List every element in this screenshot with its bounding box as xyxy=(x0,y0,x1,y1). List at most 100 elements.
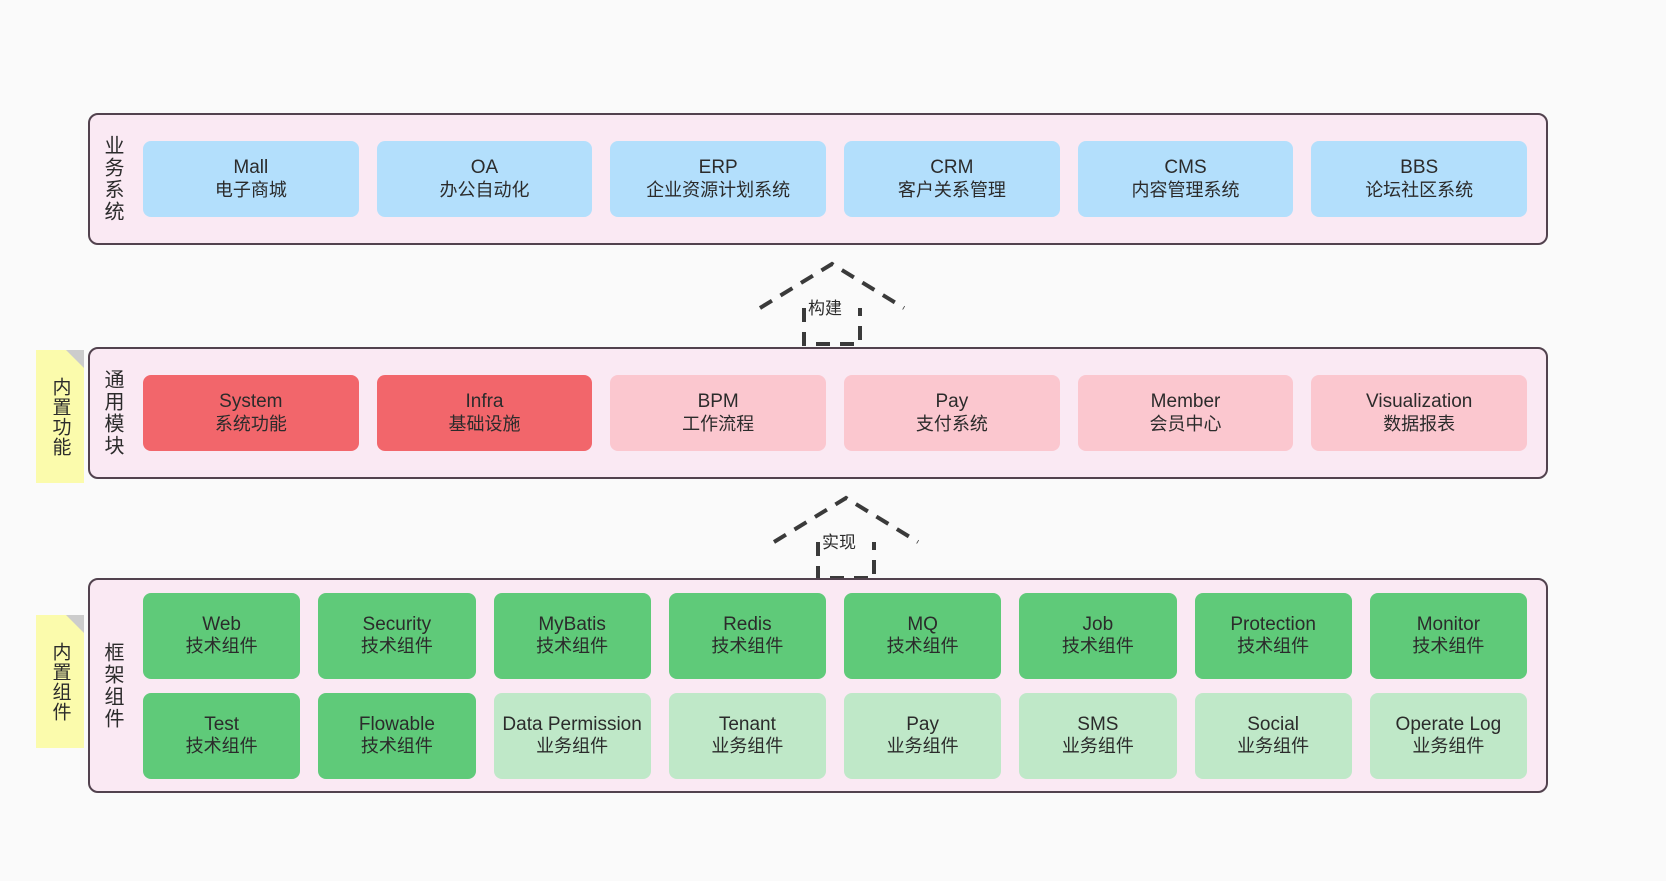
card-subtitle: 工作流程 xyxy=(682,413,755,434)
card-subtitle: 基础设施 xyxy=(448,413,521,434)
connector-build-label: 构建 xyxy=(808,299,842,318)
card-title: Operate Log xyxy=(1395,713,1502,735)
card-subtitle: 技术组件 xyxy=(1237,636,1310,657)
note-text: 内置组件 xyxy=(49,641,71,722)
connector-implement: 实现 xyxy=(766,492,926,582)
card-subtitle: 技术组件 xyxy=(711,636,784,657)
card-subtitle: 业务组件 xyxy=(1237,736,1310,757)
framework-component-grid: Web 技术组件 Security 技术组件 MyBatis 技术组件 Redi… xyxy=(134,580,1546,791)
card-subtitle: 系统功能 xyxy=(214,413,287,434)
card-title: Redis xyxy=(723,613,772,635)
card-subtitle: 技术组件 xyxy=(886,636,959,657)
card-title: CMS xyxy=(1164,157,1207,179)
card-subtitle: 电子商城 xyxy=(214,179,287,200)
layer-business-system-label: 业务系统 xyxy=(101,135,123,223)
card-protection[interactable]: Protection 技术组件 xyxy=(1194,592,1352,679)
card-subtitle: 业务组件 xyxy=(886,736,959,757)
card-flowable[interactable]: Flowable 技术组件 xyxy=(318,692,476,779)
card-title: Job xyxy=(1082,613,1114,635)
card-title: OA xyxy=(470,157,499,179)
card-subtitle: 技术组件 xyxy=(536,636,609,657)
card-title: MyBatis xyxy=(538,613,606,635)
card-monitor[interactable]: Monitor 技术组件 xyxy=(1369,592,1527,679)
card-subtitle: 技术组件 xyxy=(185,736,258,757)
layer-business-system: 业务系统 Mall 电子商城 OA 办公自动化 ERP 企业资源计划系统 CRM… xyxy=(88,113,1548,245)
card-data-permission[interactable]: Data Permission 业务组件 xyxy=(493,692,651,779)
layer-framework-component: 框架组件 Web 技术组件 Security 技术组件 MyBatis 技术组件… xyxy=(88,578,1548,793)
card-title: BBS xyxy=(1400,157,1439,179)
card-title: CRM xyxy=(930,157,974,179)
card-pay-component[interactable]: Pay 业务组件 xyxy=(844,692,1002,779)
card-title: Protection xyxy=(1230,613,1316,635)
business-system-card-row: Mall 电子商城 OA 办公自动化 ERP 企业资源计划系统 CRM 客户关系… xyxy=(134,115,1546,243)
card-web[interactable]: Web 技术组件 xyxy=(143,592,301,679)
card-title: Member xyxy=(1150,391,1221,413)
card-subtitle: 办公自动化 xyxy=(439,179,530,200)
card-mq[interactable]: MQ 技术组件 xyxy=(844,592,1002,679)
card-title: Data Permission xyxy=(502,713,642,735)
connector-build: 构建 xyxy=(752,258,912,348)
card-visualization[interactable]: Visualization 数据报表 xyxy=(1311,375,1528,451)
card-mall[interactable]: Mall 电子商城 xyxy=(143,141,359,217)
card-tenant[interactable]: Tenant 业务组件 xyxy=(668,692,826,779)
card-subtitle: 业务组件 xyxy=(1412,736,1485,757)
card-subtitle: 企业资源计划系统 xyxy=(646,179,791,200)
card-pay-module[interactable]: Pay 支付系统 xyxy=(844,375,1060,451)
card-title: ERP xyxy=(698,157,738,179)
note-builtin-feature: 内置功能 xyxy=(36,350,84,483)
card-title: BPM xyxy=(697,391,739,413)
card-bpm[interactable]: BPM 工作流程 xyxy=(610,375,827,451)
card-crm[interactable]: CRM 客户关系管理 xyxy=(844,141,1060,217)
card-operate-log[interactable]: Operate Log 业务组件 xyxy=(1369,692,1527,779)
card-subtitle: 业务组件 xyxy=(536,736,609,757)
card-title: Test xyxy=(204,713,240,735)
layer-common-module: 通用模块 System 系统功能 Infra 基础设施 BPM 工作流程 Pay… xyxy=(88,347,1548,479)
card-sms[interactable]: SMS 业务组件 xyxy=(1019,692,1177,779)
card-subtitle: 会员中心 xyxy=(1149,413,1222,434)
card-subtitle: 技术组件 xyxy=(360,736,433,757)
card-title: Visualization xyxy=(1366,391,1473,413)
card-subtitle: 技术组件 xyxy=(185,636,258,657)
card-cms[interactable]: CMS 内容管理系统 xyxy=(1077,141,1294,217)
common-module-card-row: System 系统功能 Infra 基础设施 BPM 工作流程 Pay 支付系统… xyxy=(134,349,1546,477)
card-subtitle: 技术组件 xyxy=(1061,636,1134,657)
card-redis[interactable]: Redis 技术组件 xyxy=(668,592,826,679)
card-title: SMS xyxy=(1077,713,1119,735)
card-title: Monitor xyxy=(1416,613,1481,635)
card-system[interactable]: System 系统功能 xyxy=(143,375,359,451)
card-infra[interactable]: Infra 基础设施 xyxy=(376,375,593,451)
card-erp[interactable]: ERP 企业资源计划系统 xyxy=(610,141,827,217)
card-member[interactable]: Member 会员中心 xyxy=(1077,375,1294,451)
card-title: Web xyxy=(202,613,241,635)
card-title: Social xyxy=(1247,713,1299,735)
card-subtitle: 技术组件 xyxy=(360,636,433,657)
layer-common-module-label: 通用模块 xyxy=(101,369,123,457)
card-title: Pay xyxy=(935,391,969,413)
card-title: Flowable xyxy=(358,713,435,735)
card-bbs[interactable]: BBS 论坛社区系统 xyxy=(1311,141,1528,217)
card-title: Tenant xyxy=(718,713,776,735)
framework-biz-row: Test 技术组件 Flowable 技术组件 Data Permission … xyxy=(134,692,1536,779)
card-subtitle: 技术组件 xyxy=(1412,636,1485,657)
card-mybatis[interactable]: MyBatis 技术组件 xyxy=(493,592,651,679)
card-title: Infra xyxy=(465,391,504,413)
card-subtitle: 业务组件 xyxy=(711,736,784,757)
card-subtitle: 业务组件 xyxy=(1061,736,1134,757)
card-subtitle: 内容管理系统 xyxy=(1131,179,1240,200)
card-oa[interactable]: OA 办公自动化 xyxy=(376,141,593,217)
note-fold-icon xyxy=(66,615,84,633)
card-security[interactable]: Security 技术组件 xyxy=(318,592,476,679)
card-title: MQ xyxy=(907,613,938,635)
note-fold-icon xyxy=(66,350,84,368)
card-title: Mall xyxy=(233,157,269,179)
card-subtitle: 数据报表 xyxy=(1383,413,1456,434)
card-subtitle: 论坛社区系统 xyxy=(1365,179,1474,200)
card-job[interactable]: Job 技术组件 xyxy=(1019,592,1177,679)
card-subtitle: 支付系统 xyxy=(915,413,988,434)
card-title: Security xyxy=(362,613,432,635)
card-title: System xyxy=(219,391,283,413)
card-test[interactable]: Test 技术组件 xyxy=(143,692,301,779)
connector-implement-label: 实现 xyxy=(822,533,856,552)
card-social[interactable]: Social 业务组件 xyxy=(1194,692,1352,779)
